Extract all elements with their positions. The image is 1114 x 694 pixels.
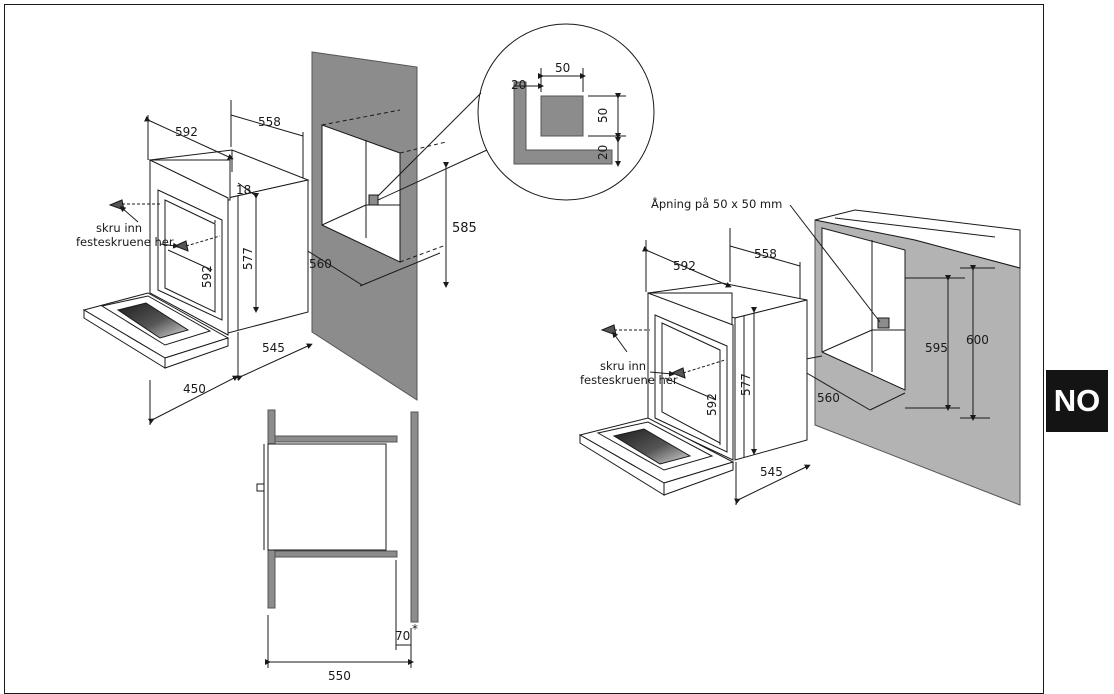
left-dim-depth-bottom: 545 <box>262 341 285 355</box>
left-oven <box>82 149 310 369</box>
left-dim-door-height: 592 <box>200 265 214 288</box>
left-vent-opening <box>368 194 379 206</box>
section-dim-depth: 550 <box>328 669 351 683</box>
left-dim-depth-top: 558 <box>258 115 281 129</box>
right-dim-depth-top: 558 <box>754 247 777 261</box>
right-dim-width-top: 592 <box>673 259 696 273</box>
detail-dim-h: 50 <box>596 108 610 123</box>
right-dim-inner-height: 595 <box>925 341 948 355</box>
section-gap-mark: * <box>412 622 418 636</box>
right-oven <box>578 282 808 496</box>
language-tab: NO <box>1046 370 1108 432</box>
right-dim-depth-bottom: 545 <box>760 465 783 479</box>
right-opening-label: Åpning på 50 x 50 mm <box>651 196 782 211</box>
left-cutout-height: 585 <box>452 221 477 236</box>
left-screw-label-2: festeskruene her <box>76 235 174 249</box>
left-screws <box>108 199 221 252</box>
left-door-glass <box>116 302 190 339</box>
right-cabinet <box>789 209 1021 506</box>
left-cabinet-wall <box>311 51 447 401</box>
left-cutout-width: 560 <box>309 257 332 271</box>
section-dim-gap: 70 <box>395 629 410 643</box>
right-dim-door-height: 592 <box>705 393 719 416</box>
left-dim-panel: 18 <box>236 183 251 197</box>
left-dim-width-top: 592 <box>175 125 198 139</box>
detail-dim-offset-bottom: 20 <box>596 145 610 160</box>
detail-circle <box>377 23 655 201</box>
left-dim-door-open: 450 <box>183 382 206 396</box>
left-screw-label-1: skru inn <box>96 221 142 235</box>
right-screw-label-2: festeskruene her <box>580 373 678 387</box>
section-view <box>256 409 419 668</box>
right-screw-label-1: skru inn <box>600 359 646 373</box>
right-vent-opening <box>877 317 890 329</box>
right-screws <box>600 324 726 379</box>
detail-dim-w: 50 <box>555 61 570 75</box>
left-dim-height-body: 577 <box>241 247 255 270</box>
right-dim-height-body: 577 <box>739 373 753 396</box>
right-door-glass <box>612 428 692 465</box>
detail-vent-square <box>540 95 584 137</box>
detail-dim-offset-left: 20 <box>511 78 526 92</box>
right-dim-cutout-width: 560 <box>817 391 840 405</box>
right-dim-outer-height: 600 <box>966 333 989 347</box>
